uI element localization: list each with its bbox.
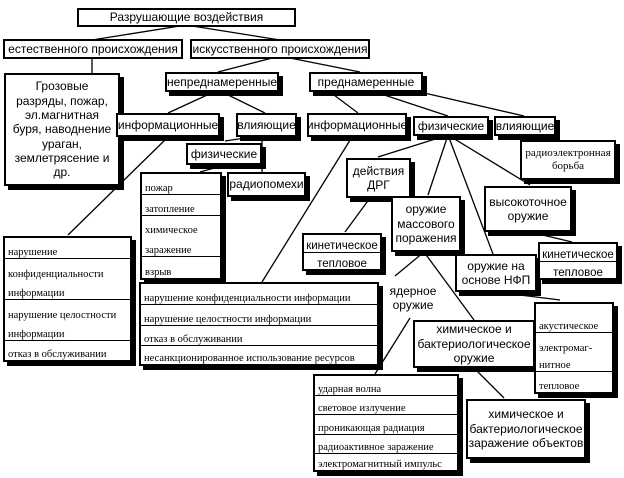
chem-bio-contamination-node: химическое и бактериологическое заражени… [466,399,586,459]
list-item: тепловое [317,258,367,270]
chem-bio-contamination-line: заражение объектов [468,436,584,451]
list-item: электромаг- [539,343,593,354]
mass-destruction-weapon-node: оружие массового поражения [391,196,461,252]
unintentional-label: непреднамеренные [167,74,278,89]
nuclear-weapon-line: оружие [392,298,434,312]
influencing-unintentional-label: влияющие [237,117,296,132]
nuclear-weapon-line: ядерное [389,283,437,298]
list-item: заражение [142,236,220,257]
list-item: информации [5,280,130,300]
mass-weapon-line: массового [397,216,455,231]
natural-examples-node: Грозовые разряды, пожар, эл.магнитная бу… [4,73,120,186]
precision-weapon-line: высокоточное [489,194,567,209]
list-item: тепловое [553,267,603,279]
radio-interference-node: радиопомехи [227,172,306,197]
drg-actions-line: действия [352,163,405,178]
physical-unintentional-node: физические [186,143,262,165]
chem-bio-weapon-line: химическое и [436,322,512,337]
influencing-unintentional-node: влияющие [236,113,297,137]
list-item: кинетическое [304,235,380,253]
list-item: отказ в обслуживании [8,349,107,360]
natural-example-line: землетрясение и [14,151,110,166]
root-label: Разрушающие воздействия [109,10,264,25]
list-item: затопление [142,195,220,216]
info-threats-list-intentional: нарушение конфиденциальности информации … [139,282,379,366]
list-item: взрыв [145,267,172,278]
natural-example-line: эл.магнитная [24,107,100,122]
artificial-origin-node: искусственного происхождения [190,39,370,59]
natural-origin-label: естественного происхождения [8,41,178,56]
chem-bio-weapon-line: оружие [453,351,495,366]
nfp-weapon-line: оружие на [467,258,525,273]
nfp-weapon-node: оружие на основе НФП [455,254,537,292]
list-item: нарушение целостности информации [141,305,377,326]
root-node: Разрушающие воздействия [77,8,296,27]
list-item: нитное [536,354,612,372]
list-item: пожар [142,174,220,195]
physical-intentional-label: физические [417,118,485,133]
drg-actions-node: действия ДРГ [346,158,411,198]
natural-example-line: ураган, [42,136,82,151]
influencing-intentional-node: влияющие [494,116,556,136]
mass-weapon-line: поражения [395,231,457,246]
precision-effects-list: кинетическое тепловое [538,242,618,280]
list-item: кинетическое [540,244,616,262]
drg-actions-line: ДРГ [367,178,390,192]
list-item: нарушение [5,238,130,259]
list-item: акустическое [536,304,612,333]
list-item: нарушение конфиденциальности информации [141,284,377,305]
chem-bio-contamination-line: химическое и [488,407,564,422]
list-item: радиоактивное заражение [315,435,457,454]
natural-example-line: разряды, пожар, [16,93,108,108]
list-item: отказ в обслуживании [141,326,377,346]
radioelectronic-line: борьба [551,160,585,172]
drg-effects-list: кинетическое тепловое [302,233,382,271]
nfp-weapon-line: основе НФП [461,273,531,287]
info-intentional-node: информационные [307,113,407,137]
natural-example-line: Грозовые [35,79,89,94]
intentional-node: преднамеренные [309,72,423,92]
info-unintentional-label: информационные [117,117,219,132]
list-item: конфиденциальности [8,269,104,280]
physical-intentional-node: физические [413,116,489,136]
list-item: ударная волна [315,376,457,396]
nuclear-effects-list: ударная волна световое излучение проника… [313,374,459,472]
physical-unintentional-list: пожар затопление химическое заражение вз… [140,172,222,280]
precision-weapon-node: высокоточное оружие [484,186,572,232]
info-intentional-label: информационные [306,117,408,132]
chem-bio-weapon-node: химическое и бактериологическое оружие [413,320,535,368]
chem-bio-weapon-line: бактериологическое [417,336,531,351]
list-item: информации [5,321,130,341]
list-item: проникающая радиация [315,415,457,435]
mass-weapon-line: оружие [405,202,447,217]
intentional-label: преднамеренные [317,74,415,89]
list-item: несанкционированное использование ресурс… [144,353,355,364]
natural-example-line: др. [53,165,71,180]
radio-interference-label: радиопомехи [229,177,304,192]
radioelectronic-line: радиоэлектронная [525,146,611,159]
list-item: тепловое [539,381,580,392]
radioelectronic-warfare-node: радиоэлектронная борьба [520,140,616,180]
unintentional-node: непреднамеренные [165,72,279,92]
list-item: световое излучение [315,396,457,415]
nfp-effects-list: акустическое электромаг- нитное тепловое [534,302,614,394]
list-item: нарушение целостности [8,310,117,321]
physical-unintentional-label: физические [190,146,258,161]
info-unintentional-node: информационные [116,113,220,137]
chem-bio-contamination-line: бактериологическое [469,421,583,436]
precision-weapon-line: оружие [507,209,549,223]
natural-example-line: буря, наводнение [12,122,112,137]
influencing-intentional-label: влияющие [495,118,555,133]
list-item: электромагнитный импульс [318,459,442,470]
artificial-origin-label: искусственного происхождения [192,41,368,56]
natural-origin-node: естественного происхождения [3,39,183,59]
info-threats-list-unintentional: нарушение конфиденциальности информации … [3,236,132,362]
list-item: химическое [145,225,198,236]
nuclear-weapon-node: ядерное оружие [386,277,440,319]
